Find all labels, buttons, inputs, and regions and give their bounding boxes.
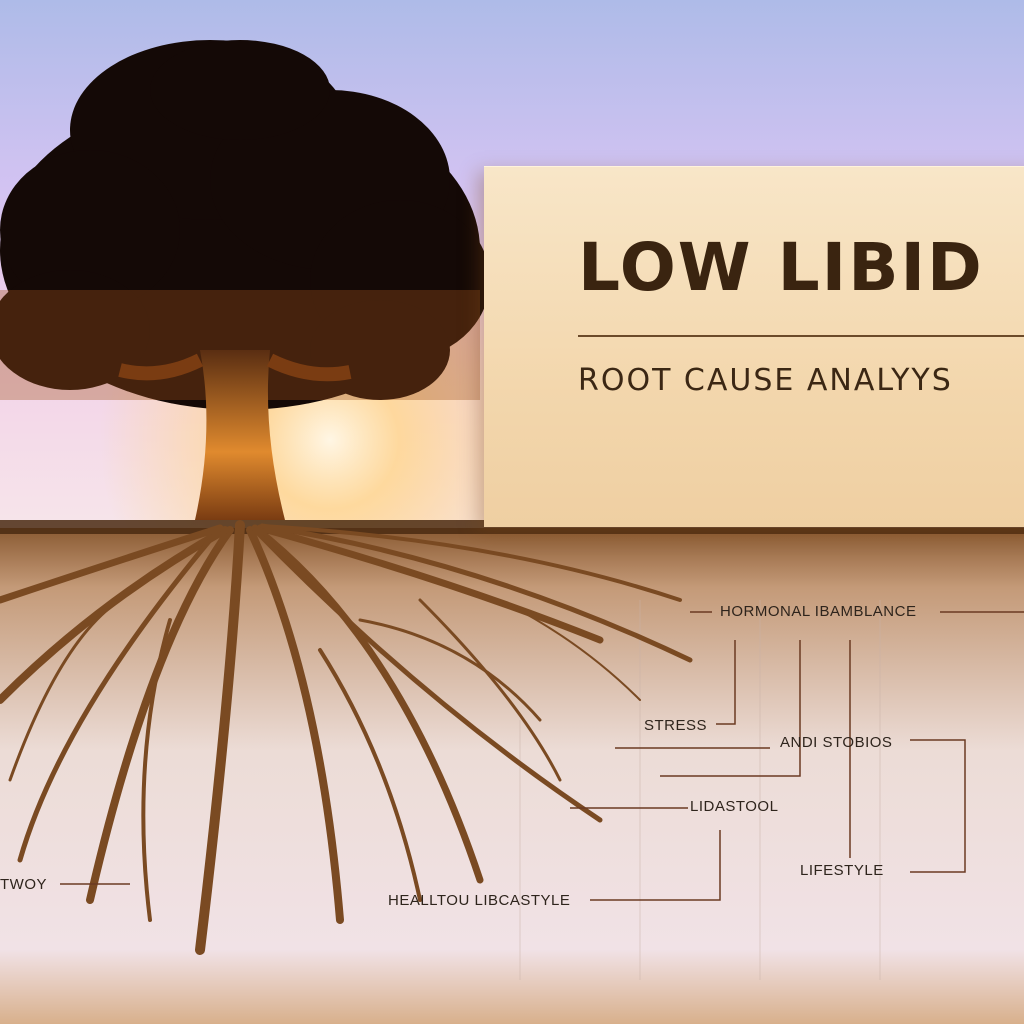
connector-lines — [60, 611, 1024, 901]
tree-roots — [0, 520, 693, 955]
soil — [0, 528, 1024, 1024]
title-divider — [578, 335, 1024, 337]
label-hormonal-imbalance: HORMONAL IBAMBLANCE — [720, 603, 917, 620]
label-lidastool: LIDASTOOL — [690, 798, 779, 815]
label-lifestyle: LIFESTYLE — [800, 862, 884, 879]
label-twoy: TWOY — [0, 876, 47, 893]
label-healltou-libcastyle: HEALLTOU LIBCASTYLE — [388, 892, 571, 909]
label-andi-stobios: ANDI STOBIOS — [780, 734, 893, 751]
tree-trunk — [195, 350, 285, 520]
page-subtitle: ROOT CAUSE ANALYYS — [578, 363, 953, 398]
title-card: LOW LIBID ROOT CAUSE ANALYYS — [484, 166, 1024, 527]
tree-branches — [118, 353, 352, 382]
label-stress: STRESS — [644, 717, 708, 734]
page-title: LOW LIBID — [578, 229, 984, 306]
